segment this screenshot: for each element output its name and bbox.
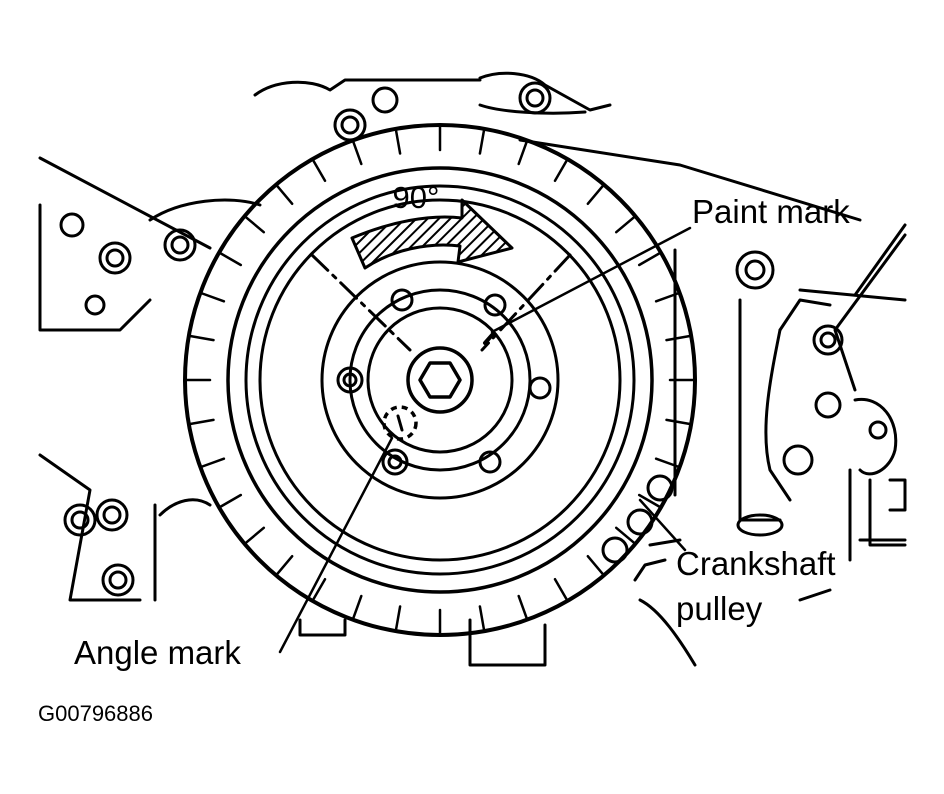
degree-tick [244, 526, 266, 544]
degree-tick [189, 418, 215, 426]
block-bolts [59, 81, 888, 597]
center-nut [406, 346, 474, 414]
degree-tick [654, 292, 679, 303]
degree-tick [219, 493, 243, 508]
figure-id: G00796886 [38, 701, 153, 726]
degree-tick [312, 159, 327, 183]
degree-tick [189, 334, 215, 342]
degree-tick [352, 594, 363, 619]
degree-tick [394, 129, 402, 155]
paint-mark-indicator [483, 332, 495, 345]
degree-tick [276, 554, 294, 576]
degree-tick [517, 594, 528, 619]
degree-tick [614, 526, 636, 544]
angle-mark-tick [396, 414, 404, 432]
degree-tick [394, 605, 402, 631]
degree-tick [219, 252, 243, 267]
crankshaft-pulley [183, 123, 697, 637]
leader-lines [278, 226, 692, 654]
degree-tick [637, 252, 661, 267]
degree-tick [637, 493, 661, 508]
degree-tick [586, 554, 604, 576]
degree-tick [478, 129, 486, 155]
degree-tick [654, 457, 679, 468]
degree-tick [312, 577, 327, 601]
degree-tick [665, 418, 691, 426]
ninety-degree-reference-lines [310, 253, 572, 352]
degree-tick [517, 141, 528, 166]
paint-mark-label: Paint mark [692, 193, 850, 230]
angle-label: 90° [393, 180, 440, 215]
degree-tick [586, 184, 604, 206]
pulley-label: pulley [676, 590, 763, 627]
degree-tick [276, 184, 294, 206]
degree-tick [553, 577, 568, 601]
degree-tick [201, 457, 226, 468]
crankshaft-label: Crankshaft [676, 545, 836, 582]
degree-tick [352, 141, 363, 166]
degree-tick [553, 159, 568, 183]
degree-tick [244, 216, 266, 234]
angle-mark-circle-icon [382, 405, 418, 441]
degree-tick [201, 292, 226, 303]
angle-mark-label: Angle mark [74, 634, 241, 671]
degree-scale-ticks [185, 125, 695, 635]
rotation-arrow-icon [350, 198, 514, 270]
degree-tick [614, 216, 636, 234]
degree-tick [478, 605, 486, 631]
degree-tick [665, 334, 691, 342]
engine-block-outline [38, 71, 907, 667]
pulley-bolt-holes [336, 288, 552, 476]
